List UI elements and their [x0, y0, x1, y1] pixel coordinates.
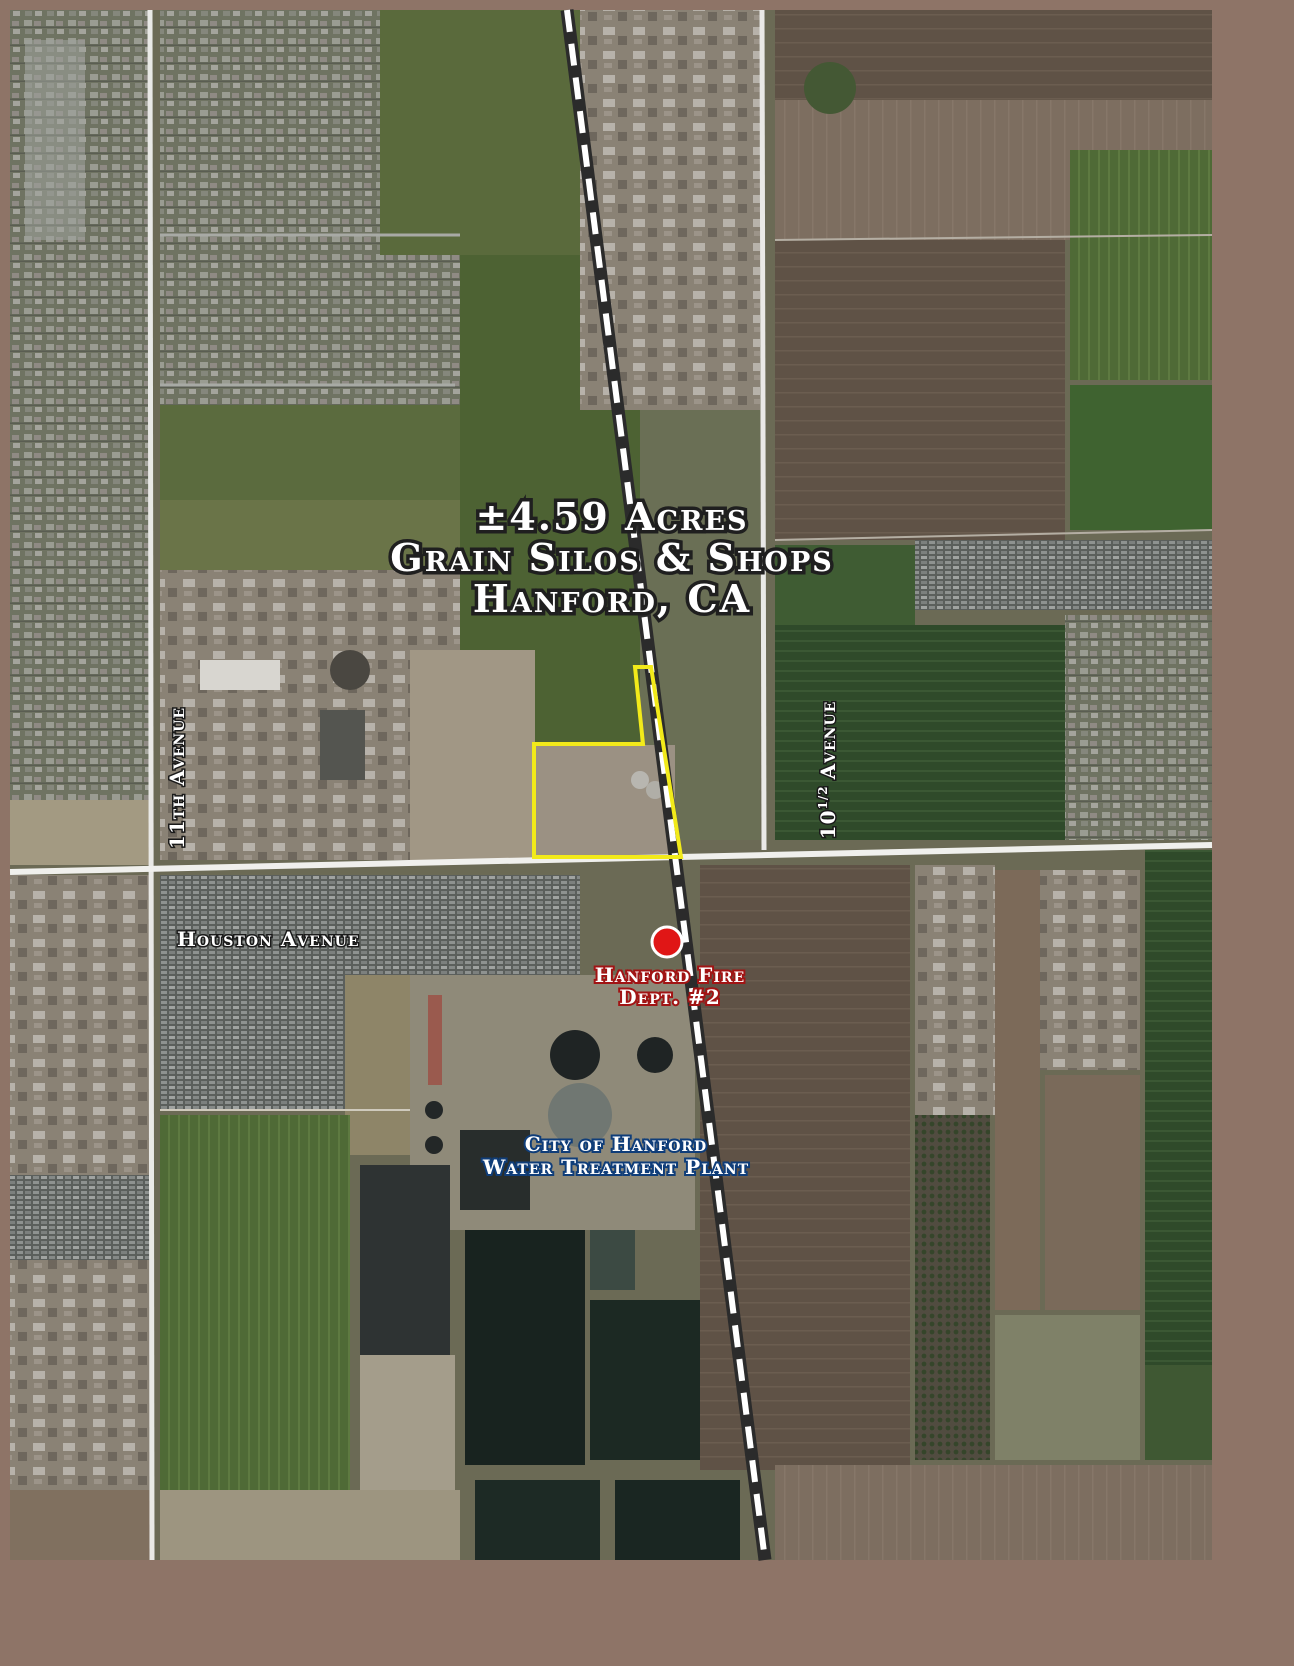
road-label-10-half-superscript: 1/2 — [816, 785, 830, 809]
road-label-10-half-rest: Avenue — [816, 701, 840, 781]
road-label-houston-avenue: Houston Avenue — [177, 927, 360, 951]
headline-line-3: Hanford, CA — [473, 576, 751, 621]
parcel-outline — [532, 665, 684, 859]
water-plant-label-line-1: City of Hanford — [525, 1132, 707, 1156]
road-label-10-half-main: 10 — [816, 809, 840, 839]
water-plant-label-line-2: Water Treatment Plant — [482, 1155, 749, 1179]
headline-line-2: Grain Silos & Shops — [390, 535, 834, 580]
fire-dept-label-line-2: Dept. #2 — [619, 985, 721, 1009]
red-circle-marker-icon — [650, 925, 684, 959]
headline-line-1: ±4.59 Acres — [475, 494, 748, 539]
fire-dept-label-line-1: Hanford Fire — [595, 963, 745, 987]
road-label-10-half-avenue: 101/2 Avenue — [816, 701, 840, 840]
road-label-11th-avenue: 11th Avenue — [165, 707, 189, 849]
